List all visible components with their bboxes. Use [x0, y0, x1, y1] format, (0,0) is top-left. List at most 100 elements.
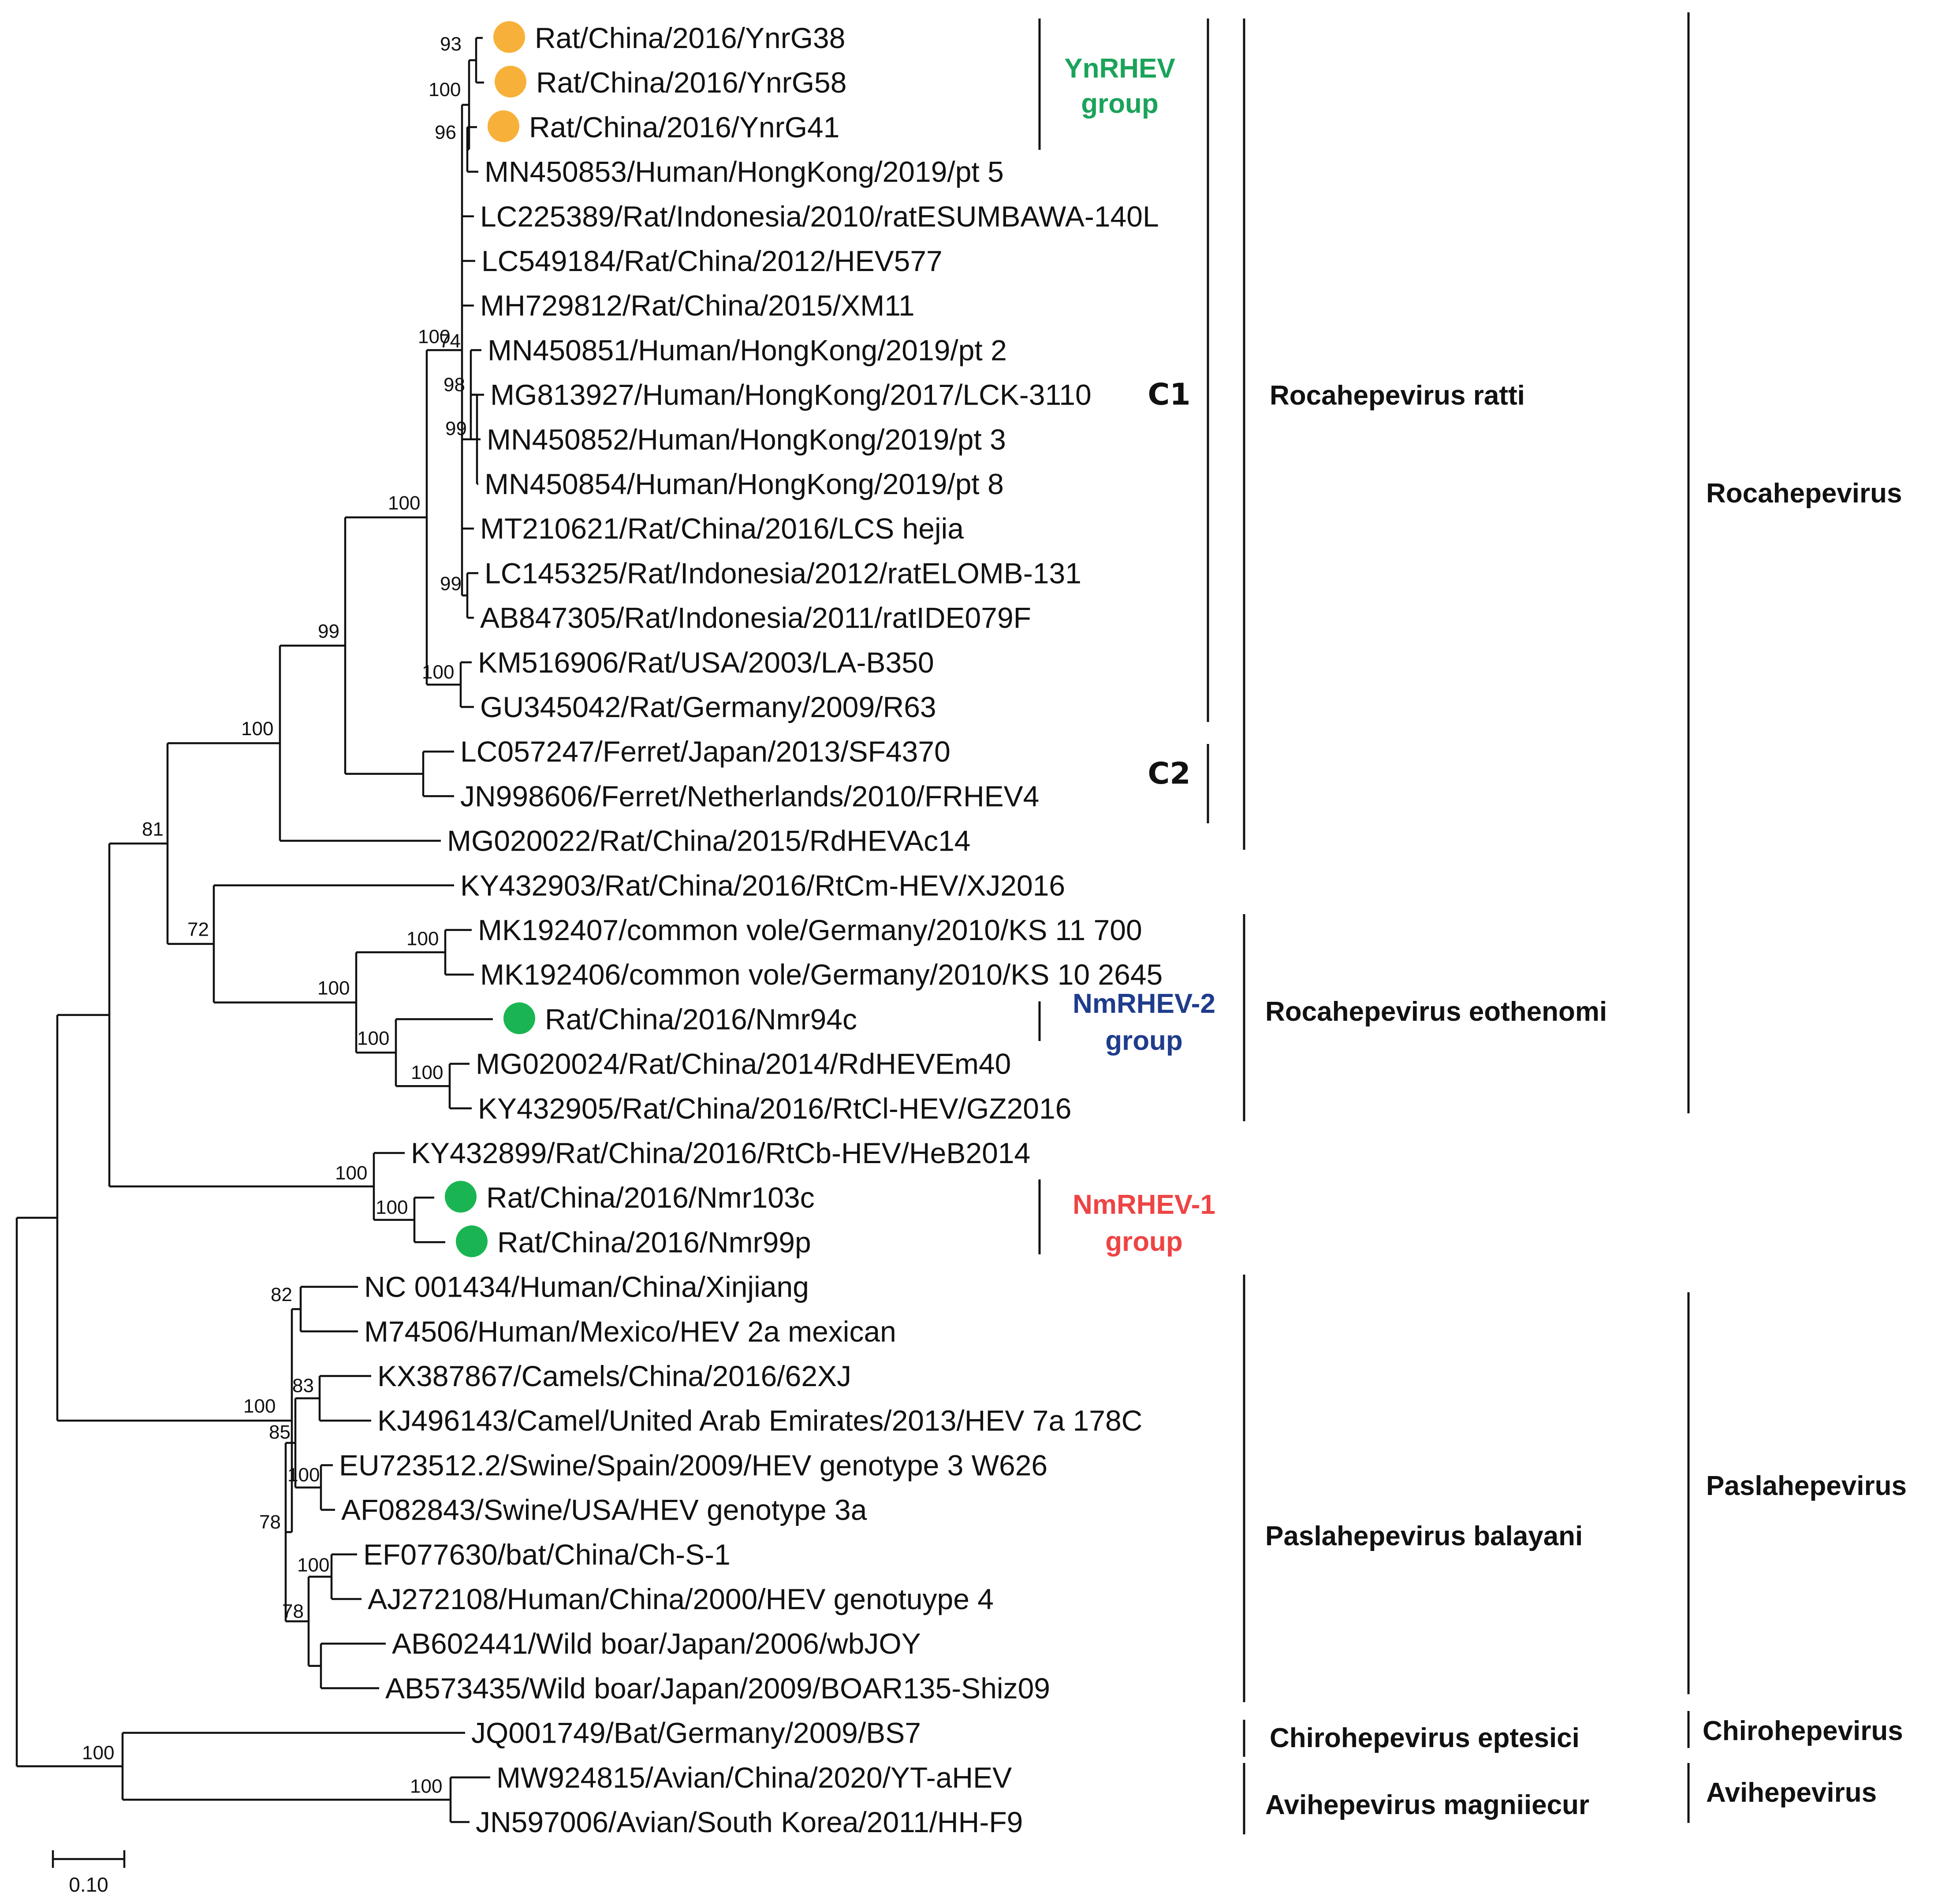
leaf-label-jn998606: JN998606/Ferret/Netherlands/2010/FRHEV4	[460, 780, 1039, 812]
bootstrap-n72: 72	[187, 919, 209, 941]
leaf-label-jn597006: JN597006/Avian/South Korea/2011/HH-F9	[476, 1806, 1023, 1838]
leaf-label-ef077630: EF077630/bat/China/Ch-S-1	[363, 1538, 730, 1571]
leaf-label-kj496143: KJ496143/Camel/United Arab Emirates/2013…	[377, 1404, 1142, 1437]
leaf-label-gu345042: GU345042/Rat/Germany/2009/R63	[480, 691, 936, 723]
leaf-label-nmr103c: Rat/China/2016/Nmr103c	[486, 1181, 815, 1214]
species-magniiecur-label: Avihepevirus magniiecur	[1265, 1790, 1589, 1820]
group-labels: YnRHEV group NmRHEV-2 group NmRHEV-1 gro…	[1064, 53, 1215, 1257]
marker-nmr103c	[445, 1181, 477, 1213]
bootstrap-n100p: 100	[82, 1742, 114, 1764]
marker-ynrg41	[488, 110, 519, 142]
bootstrap-n78a: 78	[259, 1511, 281, 1533]
bootstrap-labels: 9396100989999741001001009910010010010010…	[82, 33, 467, 1797]
nmrhev1-group-label-line2: group	[1105, 1227, 1183, 1257]
leaf-label-ky432903: KY432903/Rat/China/2016/RtCm-HEV/XJ2016	[460, 869, 1065, 902]
leaf-label-lc057247: LC057247/Ferret/Japan/2013/SF4370	[460, 735, 950, 768]
bootstrap-n85: 85	[269, 1421, 291, 1443]
leaf-label-ky432899: KY432899/Rat/China/2016/RtCb-HEV/HeB2014	[411, 1137, 1030, 1169]
leaf-label-ky432905: KY432905/Rat/China/2016/RtCl-HEV/GZ2016	[478, 1092, 1071, 1125]
bootstrap-n82: 82	[271, 1284, 292, 1305]
bootstrap-n98: 98	[444, 374, 465, 396]
genus-rocahepevirus-label: Rocahepevirus	[1706, 478, 1902, 509]
bootstrap-n100k: 100	[335, 1162, 367, 1184]
leaf-label-lc225389: LC225389/Rat/Indonesia/2010/ratESUMBAWA-…	[480, 200, 1159, 233]
leaf-label-mn450853: MN450853/Human/HongKong/2019/pt 5	[484, 156, 1004, 188]
bootstrap-n100o: 100	[297, 1554, 329, 1576]
species-eothenomi-label: Rocahepevirus eothenomi	[1265, 997, 1607, 1027]
scale-bar: 0.10	[52, 1850, 126, 1896]
bootstrap-n83: 83	[292, 1375, 314, 1397]
bootstrap-n100e: 100	[422, 661, 454, 683]
bootstrap-n100h: 100	[406, 928, 439, 950]
genus-avihepevirus-label: Avihepevirus	[1706, 1778, 1877, 1808]
bootstrap-n99b: 99	[445, 418, 467, 439]
genus-chirohepevirus-label: Chirohepevirus	[1703, 1716, 1903, 1746]
genus-labels: Rocahepevirus Paslahepevirus Chirohepevi…	[1703, 478, 1907, 1808]
clade-c1-label: C1	[1148, 377, 1190, 412]
bootstrap-n96: 96	[435, 122, 456, 143]
bootstrap-n100b: 100	[388, 492, 420, 514]
leaf-label-mg020024: MG020024/Rat/China/2014/RdHEVEm40	[476, 1048, 1011, 1080]
leaf-labels: Rat/China/2016/YnrG38Rat/China/2016/YnrG…	[339, 22, 1163, 1838]
leaf-label-nmr94c: Rat/China/2016/Nmr94c	[545, 1003, 857, 1035]
leaf-label-ynrg58: Rat/China/2016/YnrG58	[536, 66, 846, 99]
bracket-bars	[1038, 12, 1690, 1834]
leaf-label-m74506: M74506/Human/Mexico/HEV 2a mexican	[364, 1315, 896, 1348]
species-eptesici-label: Chirohepevirus eptesici	[1270, 1723, 1580, 1753]
bootstrap-n100g: 100	[317, 977, 350, 999]
leaf-label-nc001434: NC 001434/Human/China/Xinjiang	[364, 1271, 809, 1303]
nmrhev2-group-label-line1: NmRHEV-2	[1073, 989, 1215, 1019]
genus-paslahepevirus-label: Paslahepevirus	[1706, 1471, 1907, 1501]
leaf-label-mk192406: MK192406/common vole/Germany/2010/KS 10 …	[480, 958, 1163, 991]
leaf-label-mg020022: MG020022/Rat/China/2015/RdHEVAc14	[447, 825, 970, 857]
nmrhev2-group-label-line2: group	[1105, 1026, 1183, 1056]
bootstrap-n100a: 100	[241, 718, 273, 740]
leaf-label-ynrg38: Rat/China/2016/YnrG38	[535, 22, 845, 54]
marker-nmr99p	[456, 1225, 488, 1257]
leaf-label-ab847305: AB847305/Rat/Indonesia/2011/ratIDE079F	[480, 602, 1031, 634]
leaf-label-kx387867: KX387867/Camels/China/2016/62XJ	[377, 1360, 851, 1392]
species-balayani-label: Paslahepevirus balayani	[1265, 1521, 1583, 1551]
nmrhev1-group-label-line1: NmRHEV-1	[1073, 1190, 1215, 1220]
scale-bar-label: 0.10	[69, 1873, 108, 1896]
bootstrap-n81: 81	[142, 818, 164, 840]
leaf-label-mn450852: MN450852/Human/HongKong/2019/pt 3	[487, 423, 1006, 456]
leaf-label-ynrg41: Rat/China/2016/YnrG41	[529, 111, 839, 143]
leaf-label-mw924815: MW924815/Avian/China/2020/YT-aHEV	[496, 1761, 1012, 1794]
ynrhev-group-label-line1: YnRHEV	[1064, 53, 1175, 84]
bootstrap-n100j: 100	[411, 1062, 443, 1083]
leaf-markers	[445, 21, 535, 1257]
bootstrap-n99a: 99	[318, 621, 339, 642]
marker-ynrg58	[495, 66, 526, 98]
leaf-label-nmr99p: Rat/China/2016/Nmr99p	[497, 1226, 811, 1258]
leaf-label-ab602441: AB602441/Wild boar/Japan/2006/wbJOY	[392, 1627, 921, 1660]
leaf-label-km516906: KM516906/Rat/USA/2003/LA-B350	[478, 646, 934, 679]
bootstrap-n100l: 100	[376, 1197, 408, 1218]
bootstrap-n100n: 100	[287, 1464, 320, 1486]
leaf-label-ab573435: AB573435/Wild boar/Japan/2009/BOAR135-Sh…	[385, 1672, 1050, 1704]
bootstrap-n100m: 100	[243, 1395, 276, 1417]
leaf-label-jq001749: JQ001749/Bat/Germany/2009/BS7	[471, 1717, 921, 1749]
clade-codes: C1 C2	[1148, 377, 1190, 791]
bootstrap-n100i: 100	[357, 1027, 389, 1049]
bootstrap-n93: 93	[440, 33, 462, 55]
leaf-label-mk192407: MK192407/common vole/Germany/2010/KS 11 …	[478, 914, 1142, 946]
bootstrap-n78b: 78	[282, 1601, 304, 1622]
clade-c2-label: C2	[1148, 756, 1190, 791]
marker-ynrg38	[493, 21, 525, 53]
species-ratti-label: Rocahepevirus ratti	[1270, 380, 1525, 411]
leaf-label-mn450854: MN450854/Human/HongKong/2019/pt 8	[484, 468, 1004, 500]
species-labels: Rocahepevirus ratti Rocahepevirus eothen…	[1265, 380, 1607, 1820]
leaf-label-eu723512: EU723512.2/Swine/Spain/2009/HEV genotype…	[339, 1449, 1047, 1481]
leaf-label-af082843: AF082843/Swine/USA/HEV genotype 3a	[341, 1494, 867, 1526]
leaf-label-mg813927: MG813927/Human/HongKong/2017/LCK-3110	[490, 379, 1092, 411]
leaf-label-aj272108: AJ272108/Human/China/2000/HEV genotuype …	[368, 1583, 994, 1615]
leaf-label-mt210621: MT210621/Rat/China/2016/LCS hejia	[480, 512, 964, 545]
leaf-label-mh729812: MH729812/Rat/China/2015/XM11	[480, 289, 915, 322]
bootstrap-n100d: 100	[429, 79, 461, 100]
bootstrap-n100q: 100	[410, 1775, 442, 1797]
bootstrap-n99c: 99	[440, 573, 462, 595]
bootstrap-n100c: 100	[418, 326, 450, 347]
marker-nmr94c	[503, 1002, 535, 1034]
